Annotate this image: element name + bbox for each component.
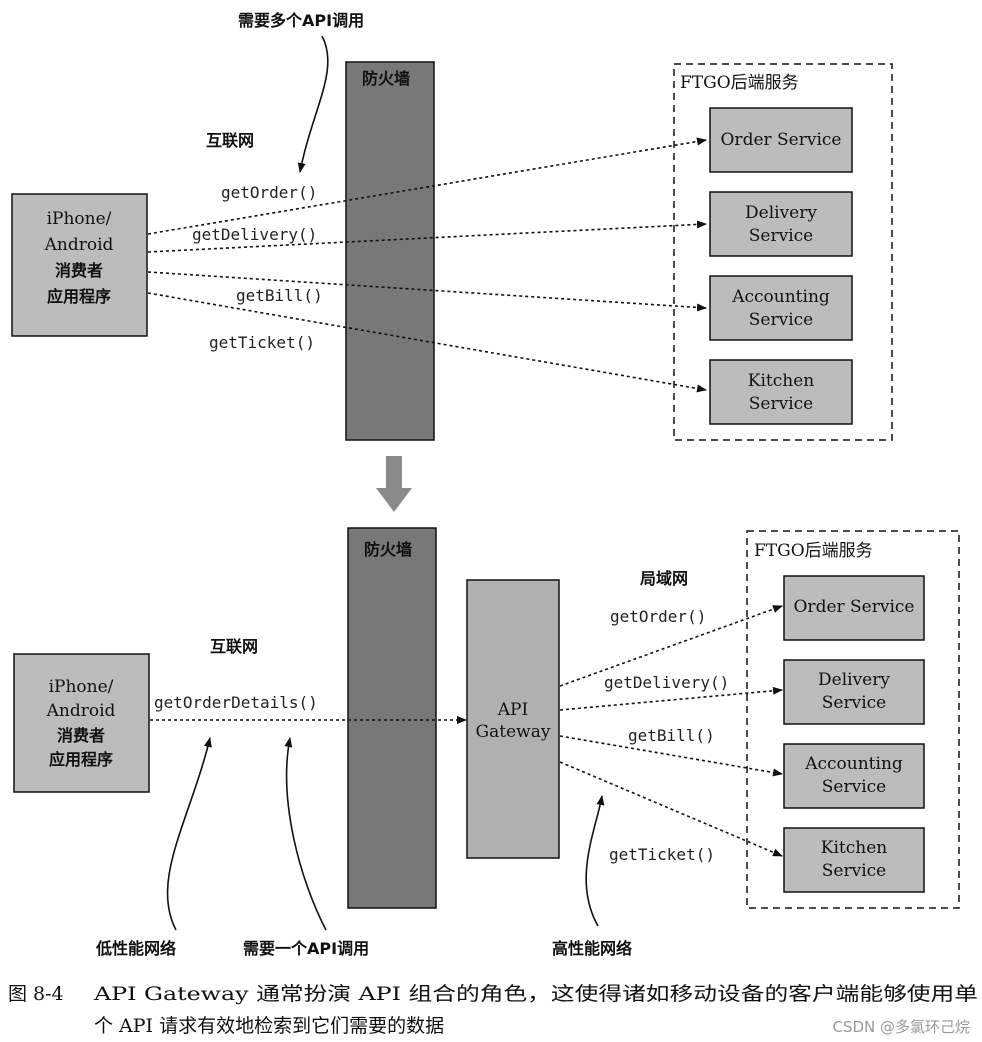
watermark: CSDN @多氯环己烷 bbox=[832, 1018, 970, 1036]
caption-label: 图 8-4 bbox=[8, 983, 64, 1005]
api-gateway-line2: Gateway bbox=[476, 722, 551, 742]
bottom-backend-title: FTGO后端服务 bbox=[754, 541, 873, 561]
annotation-low-perf-network: 低性能网络 bbox=[95, 939, 176, 958]
bottom-backend-container bbox=[746, 530, 960, 909]
bottom-client-line3: 消费者 bbox=[57, 726, 105, 745]
bottom-call-getdelivery: getDelivery() bbox=[604, 673, 729, 692]
bottom-service-delivery-line1: Delivery bbox=[818, 670, 890, 690]
bottom-service-accounting bbox=[783, 743, 925, 809]
bottom-service-delivery-line2: Service bbox=[822, 693, 886, 713]
bottom-call-arrow-bill bbox=[559, 735, 783, 777]
top-client-line2: Android bbox=[44, 235, 114, 255]
top-service-kitchen bbox=[709, 359, 853, 425]
top-annotation-multiple-calls: 需要多个API调用 bbox=[238, 11, 364, 30]
annotation-single-call: 需要一个API调用 bbox=[243, 939, 369, 958]
top-service-order-label: Order Service bbox=[721, 130, 842, 150]
bottom-service-order-label: Order Service bbox=[794, 597, 915, 617]
top-service-accounting-line2: Service bbox=[749, 310, 813, 330]
top-backend-container bbox=[673, 63, 893, 441]
top-client-line1: iPhone/ bbox=[47, 209, 112, 229]
top-call-getticket: getTicket() bbox=[209, 333, 315, 352]
bottom-internet-label: 互联网 bbox=[210, 637, 258, 656]
bottom-client-line1: iPhone/ bbox=[49, 677, 114, 697]
bottom-firewall bbox=[347, 527, 437, 909]
bottom-call-getorderdetails: getOrderDetails() bbox=[154, 693, 318, 712]
bottom-service-order bbox=[783, 575, 925, 641]
top-backend-title: FTGO后端服务 bbox=[680, 73, 799, 93]
bottom-service-kitchen-line1: Kitchen bbox=[821, 838, 887, 858]
top-annotation-arrow bbox=[297, 35, 329, 173]
bottom-firewall-label: 防火墙 bbox=[364, 540, 412, 559]
bottom-service-delivery bbox=[783, 659, 925, 725]
top-call-getbill: getBill() bbox=[236, 286, 323, 305]
bottom-service-kitchen bbox=[783, 827, 925, 893]
top-service-delivery-line1: Delivery bbox=[745, 203, 817, 223]
transition-down-arrow-icon bbox=[376, 456, 412, 512]
api-gateway-line1: API bbox=[497, 700, 528, 720]
bottom-lan-label: 局域网 bbox=[640, 569, 688, 588]
top-service-accounting bbox=[709, 275, 853, 341]
top-client-line4: 应用程序 bbox=[47, 287, 111, 306]
bottom-call-arrow-delivery bbox=[559, 686, 783, 711]
bottom-call-arrow-ticket bbox=[559, 761, 783, 857]
top-service-kitchen-line1: Kitchen bbox=[748, 371, 814, 391]
bottom-service-kitchen-line2: Service bbox=[822, 861, 886, 881]
top-client-box bbox=[11, 193, 148, 337]
top-firewall bbox=[345, 61, 435, 441]
bottom-call-getticket: getTicket() bbox=[609, 845, 715, 864]
bottom-call-getbill: getBill() bbox=[628, 726, 715, 745]
top-internet-label: 互联网 bbox=[206, 131, 254, 150]
annotation-high-perf-network: 高性能网络 bbox=[552, 939, 632, 958]
caption-line2: 个 API 请求有效地检索到它们需要的数据 bbox=[94, 1015, 444, 1037]
top-service-kitchen-line2: Service bbox=[749, 394, 813, 414]
bottom-client-line2: Android bbox=[46, 701, 116, 721]
top-call-arrow-order bbox=[147, 137, 707, 235]
top-call-arrow-ticket bbox=[147, 292, 707, 393]
top-service-delivery-line2: Service bbox=[749, 226, 813, 246]
bottom-service-accounting-line2: Service bbox=[822, 777, 886, 797]
top-call-getorder: getOrder() bbox=[221, 183, 317, 202]
api-gateway-box bbox=[466, 579, 560, 859]
bottom-call-getorder: getOrder() bbox=[610, 607, 706, 626]
top-service-delivery bbox=[709, 191, 853, 257]
top-service-accounting-line1: Accounting bbox=[731, 287, 830, 307]
high-perf-arrow bbox=[585, 795, 605, 927]
top-service-order bbox=[709, 107, 853, 173]
bottom-service-accounting-line1: Accounting bbox=[804, 754, 903, 774]
top-client-line3: 消费者 bbox=[55, 261, 103, 280]
top-call-getdelivery: getDelivery() bbox=[192, 225, 317, 244]
caption-line1: API Gateway 通常扮演 API 组合的角色，这使得诸如移动设备的客户端… bbox=[93, 983, 978, 1005]
bottom-client-box bbox=[13, 653, 150, 793]
top-firewall-label: 防火墙 bbox=[362, 69, 410, 88]
bottom-client-line4: 应用程序 bbox=[49, 750, 113, 769]
low-perf-arrow bbox=[166, 737, 212, 931]
single-call-arrow bbox=[284, 737, 327, 931]
